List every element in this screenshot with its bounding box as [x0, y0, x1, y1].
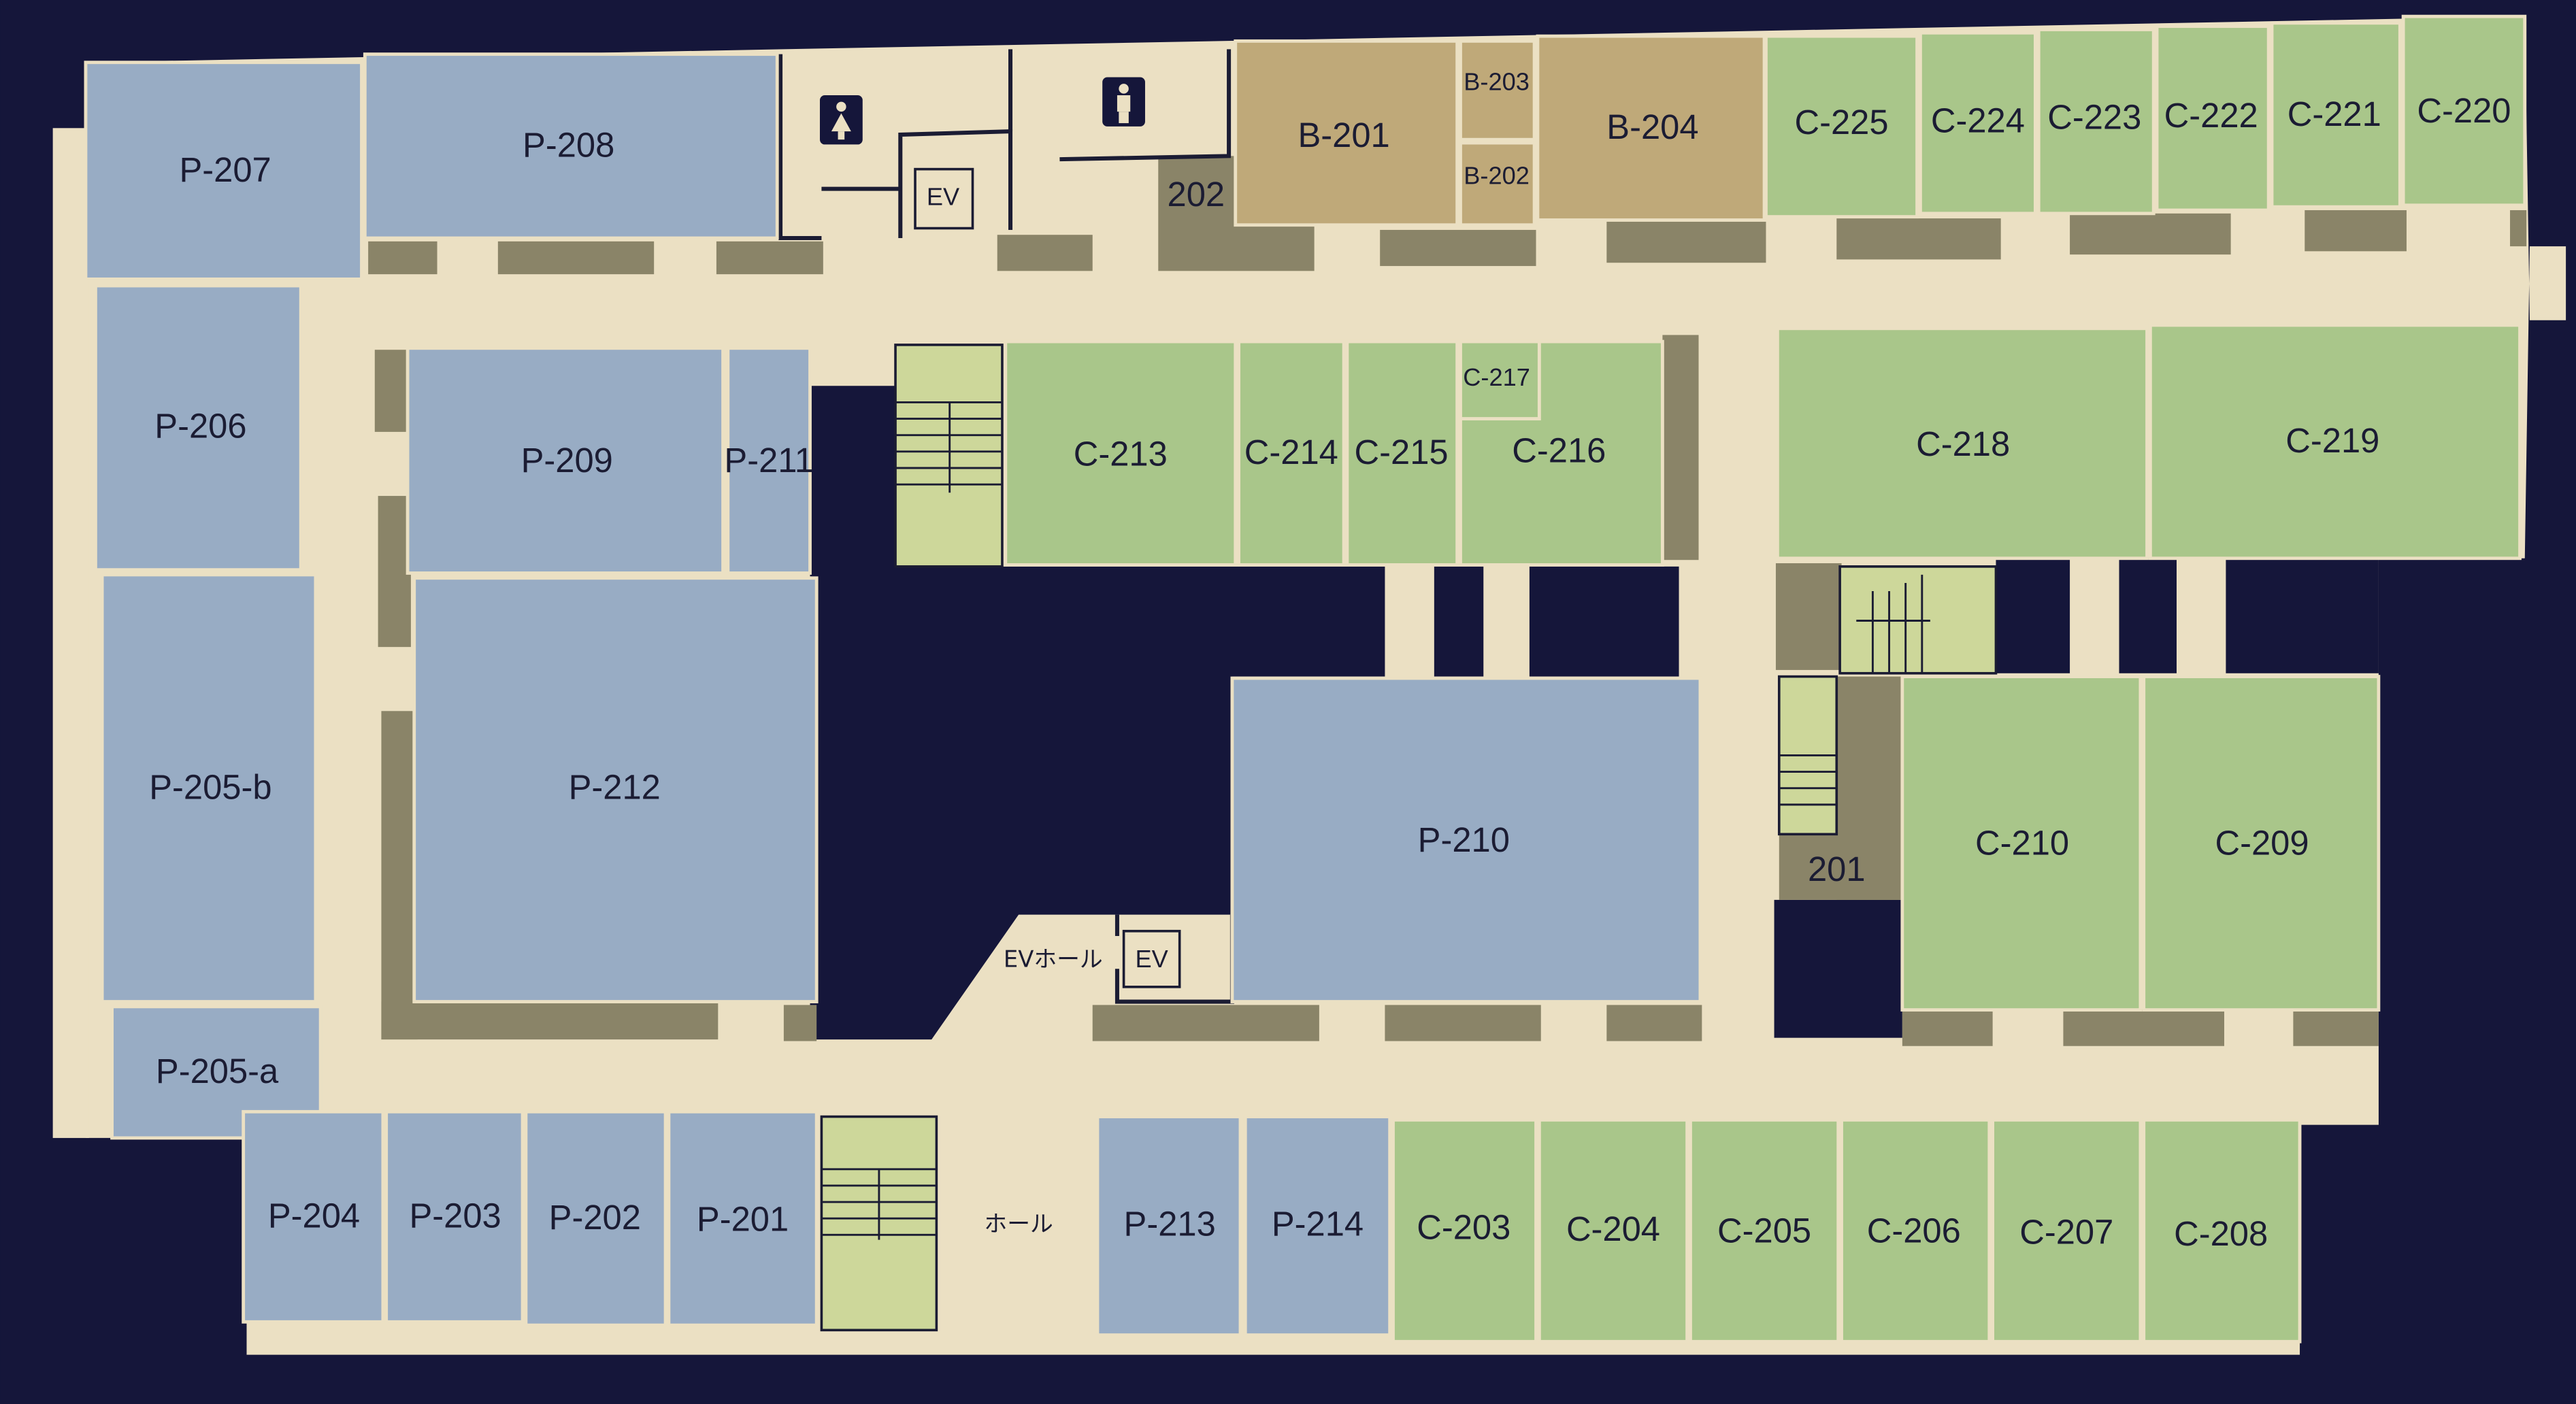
room-p214[interactable]: P-214 — [1272, 1205, 1364, 1243]
restroom-walls — [778, 49, 1232, 241]
elevator-hall-label: EV — [1135, 945, 1168, 973]
room-201[interactable]: 201 — [1808, 850, 1866, 888]
room-p207[interactable]: P-207 — [179, 150, 271, 189]
room-c221[interactable]: C-221 — [2288, 95, 2381, 133]
p-rooms — [84, 52, 1702, 1337]
room-b203[interactable]: B-203 — [1464, 68, 1530, 96]
room-p206[interactable]: P-206 — [154, 406, 246, 445]
room-p201[interactable]: P-201 — [697, 1199, 789, 1238]
room-p205b[interactable]: P-205-b — [149, 768, 271, 807]
room-c214[interactable]: C-214 — [1244, 433, 1338, 471]
room-p209[interactable]: P-209 — [521, 441, 613, 480]
elevator-top-label: EV — [927, 183, 959, 211]
ev-hall-label: EVホール — [1004, 946, 1103, 973]
room-c206[interactable]: C-206 — [1867, 1211, 1961, 1250]
room-p210[interactable]: P-210 — [1418, 820, 1510, 859]
elevator-top — [914, 167, 974, 230]
room-c217[interactable]: C-217 — [1463, 363, 1530, 391]
room-p203[interactable]: P-203 — [409, 1197, 501, 1235]
room-c223[interactable]: C-223 — [2047, 98, 2141, 137]
room-p213[interactable]: P-213 — [1124, 1205, 1216, 1243]
b-rooms — [1234, 34, 1766, 227]
room-c203[interactable]: C-203 — [1417, 1208, 1510, 1247]
room-p208[interactable]: P-208 — [523, 126, 614, 165]
room-202[interactable]: 202 — [1168, 175, 1225, 214]
room-c210[interactable]: C-210 — [1975, 824, 2069, 863]
room-p202[interactable]: P-202 — [549, 1198, 641, 1237]
c-rooms — [1004, 14, 2527, 1343]
room-p204[interactable]: P-204 — [268, 1197, 360, 1235]
room-b204[interactable]: B-204 — [1606, 107, 1698, 146]
courtyards — [810, 386, 2379, 1040]
room-c207[interactable]: C-207 — [2019, 1213, 2113, 1252]
elevator-hall — [1122, 929, 1181, 988]
room-labels[interactable]: P-207 P-208 P-206 P-205-b P-205-a P-209 … — [149, 68, 2511, 1253]
room-c205[interactable]: C-205 — [1717, 1211, 1811, 1250]
room-c222[interactable]: C-222 — [2164, 96, 2258, 135]
room-b202[interactable]: B-202 — [1464, 161, 1530, 189]
room-b201[interactable]: B-201 — [1298, 116, 1389, 154]
room-c215[interactable]: C-215 — [1355, 433, 1449, 471]
room-c209[interactable]: C-209 — [2215, 824, 2309, 863]
stairs — [820, 344, 1998, 1332]
hall-label: ホール — [984, 1210, 1053, 1237]
room-c208[interactable]: C-208 — [2174, 1214, 2268, 1253]
room-c218[interactable]: C-218 — [1916, 424, 2010, 463]
room-c216[interactable]: C-216 — [1512, 431, 1606, 470]
room-p205a[interactable]: P-205-a — [156, 1052, 279, 1090]
room-c213[interactable]: C-213 — [1074, 434, 1168, 473]
room-c225[interactable]: C-225 — [1794, 103, 1888, 141]
room-c204[interactable]: C-204 — [1566, 1209, 1660, 1248]
stair-treads — [821, 401, 1930, 1240]
room-c224[interactable]: C-224 — [1931, 101, 2025, 139]
female-restroom-icon — [820, 95, 863, 145]
male-restroom-icon — [1102, 77, 1145, 127]
room-c220[interactable]: C-220 — [2417, 91, 2511, 130]
room-p212[interactable]: P-212 — [569, 768, 661, 807]
room-c219[interactable]: C-219 — [2285, 421, 2379, 460]
room-p211[interactable]: P-211 — [724, 441, 814, 480]
